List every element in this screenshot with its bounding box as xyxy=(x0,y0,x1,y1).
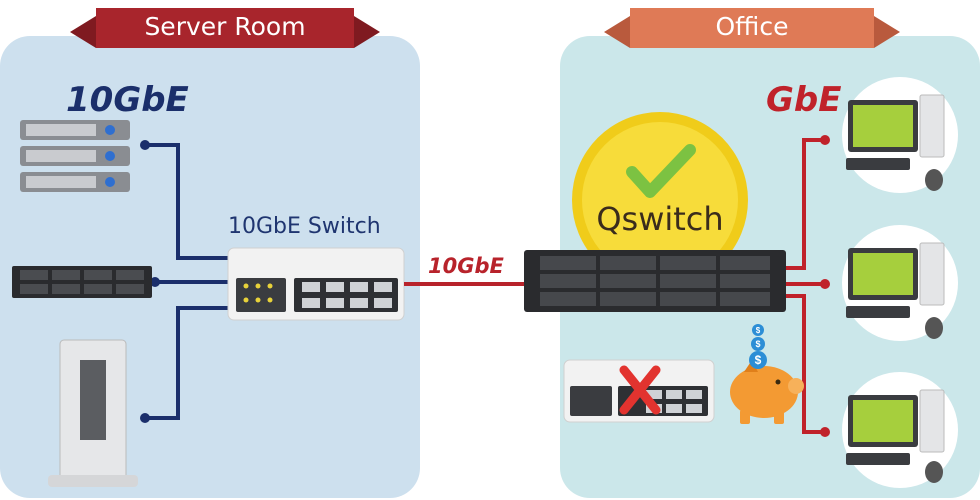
rackmount-nas-right xyxy=(524,250,786,312)
cable-pc-1 xyxy=(786,138,825,270)
red-cables xyxy=(786,138,825,434)
coin-symbol: $ xyxy=(755,353,762,367)
blue-cables xyxy=(145,143,232,420)
tower-workstation xyxy=(48,339,138,487)
qswitch-label: Qswitch xyxy=(596,200,723,238)
crossed-out-switch xyxy=(563,359,715,423)
ten-gbe-switch xyxy=(227,247,405,321)
server-room-speed-label: 10GbE xyxy=(66,80,189,120)
cable-pc-3 xyxy=(786,294,825,434)
cable-rack-servers xyxy=(145,143,232,260)
cable-end-dot xyxy=(820,427,830,437)
link-speed-label: 10GbE xyxy=(428,254,504,278)
cable-end-dot xyxy=(820,279,830,289)
check-icon xyxy=(626,144,696,198)
qswitch-badge xyxy=(572,112,748,288)
cable-tower xyxy=(145,306,232,420)
desktop-pc-3 xyxy=(842,372,958,488)
switch-label: 10GbE Switch xyxy=(228,214,381,239)
rackmount-nas-left xyxy=(12,266,152,298)
cable-end-dot xyxy=(140,413,150,423)
server-room-banner: Server Room xyxy=(70,8,380,48)
rack-servers xyxy=(20,120,130,192)
coin-symbol: $ xyxy=(756,326,761,335)
cable-end-dot xyxy=(820,135,830,145)
cable-end-dot xyxy=(140,140,150,150)
coin-symbol: $ xyxy=(755,339,760,349)
piggy-bank-icon xyxy=(730,360,804,424)
office-speed-label: GbE xyxy=(766,80,842,120)
x-mark-icon xyxy=(619,365,661,415)
coin-icon xyxy=(749,324,767,369)
desktop-pc-2 xyxy=(842,225,958,341)
desktop-pc-1 xyxy=(842,77,958,193)
office-banner: Office xyxy=(604,8,900,48)
cable-end-dot xyxy=(150,277,160,287)
